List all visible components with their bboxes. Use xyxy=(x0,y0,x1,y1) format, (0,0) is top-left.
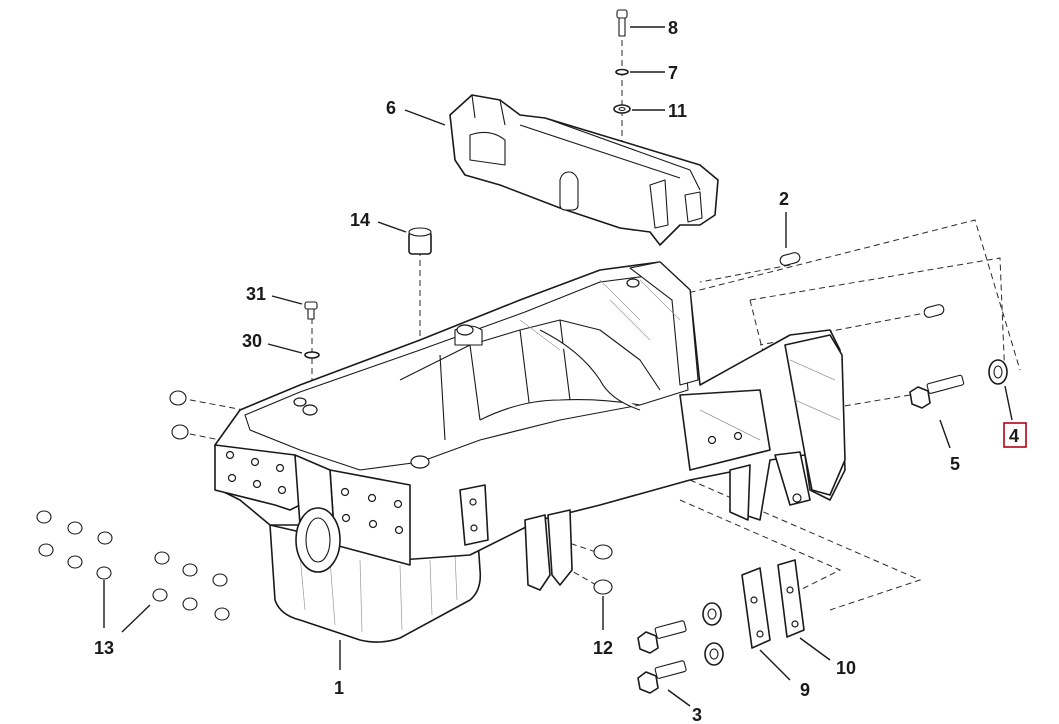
bolt-part-3[interactable] xyxy=(637,620,687,694)
callout-11: 11 xyxy=(668,101,687,121)
callout-4-highlight-box xyxy=(1003,422,1027,448)
callout-9: 9 xyxy=(800,680,810,700)
bolt-part-31[interactable] xyxy=(304,301,318,320)
callout-5: 5 xyxy=(950,454,960,474)
callout-30: 30 xyxy=(242,331,262,351)
callout-12: 12 xyxy=(593,638,613,658)
callout-3: 3 xyxy=(692,705,702,724)
callout-8: 8 xyxy=(668,18,678,38)
plug-part-12[interactable] xyxy=(593,544,613,595)
bolt-part-5[interactable] xyxy=(909,374,965,409)
callout-1: 1 xyxy=(334,678,344,698)
plug-set-part-13[interactable] xyxy=(36,510,230,621)
bushing-part-14[interactable] xyxy=(408,227,432,255)
callout-7: 7 xyxy=(668,63,678,83)
callout-31: 31 xyxy=(246,284,266,304)
washer-part-4[interactable] xyxy=(988,359,1008,385)
callout-labels: 8 7 11 6 14 2 31 30 5 4 1 13 12 3 9 10 xyxy=(94,18,1027,724)
plugs-side-frame[interactable] xyxy=(169,390,189,440)
callout-10: 10 xyxy=(836,658,856,678)
plate-part-9[interactable] xyxy=(741,567,771,649)
lock-washer-part-7[interactable] xyxy=(615,68,629,76)
leader-lines xyxy=(103,26,1013,707)
main-frame-part-1[interactable] xyxy=(214,261,846,643)
washer-part-30[interactable] xyxy=(304,351,320,359)
callout-4: 4 xyxy=(1009,426,1019,446)
pin-part-2[interactable] xyxy=(779,252,801,267)
washers-lower[interactable] xyxy=(702,602,724,666)
callout-2: 2 xyxy=(779,189,789,209)
upper-bracket-part-6[interactable] xyxy=(449,94,719,246)
callout-13: 13 xyxy=(94,638,114,658)
washer-part-11[interactable] xyxy=(613,104,631,114)
pin-right[interactable] xyxy=(923,304,945,319)
plate-part-10[interactable] xyxy=(777,559,805,638)
callout-6: 6 xyxy=(386,98,396,118)
bolt-part-8[interactable] xyxy=(616,9,628,37)
callout-14: 14 xyxy=(350,210,370,230)
